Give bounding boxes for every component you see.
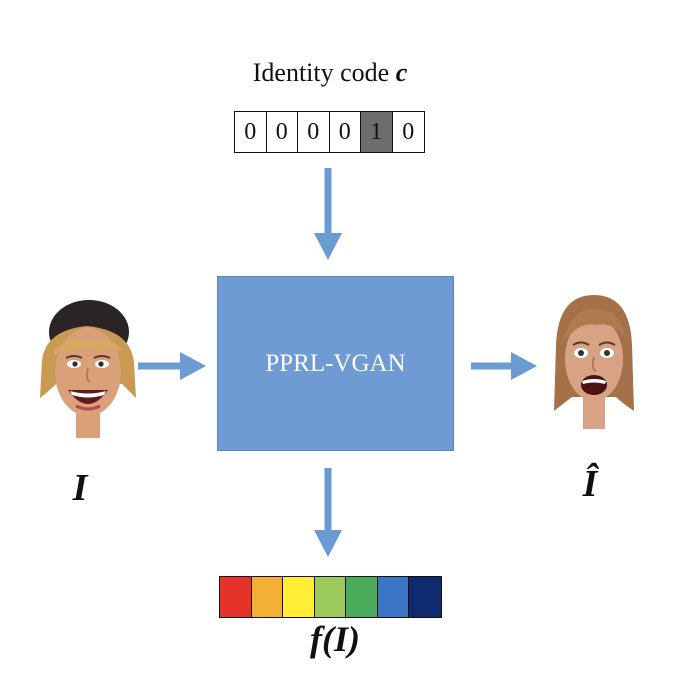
arrow-input-to-model [138,352,206,380]
output-face-image [554,295,634,429]
identity-code-title: Identity code c [200,58,460,88]
input-face-image [40,300,136,438]
code-cell: 0 [235,112,267,152]
feature-label: f(I) [310,619,360,659]
code-cell: 0 [266,112,298,152]
feature-cell [251,577,283,617]
input-label: I [72,467,88,509]
code-cell: 0 [392,112,424,152]
identity-code-title-text: Identity code [252,58,396,87]
feature-cell [409,577,441,617]
code-cell-active: 1 [361,112,393,152]
feature-cell [314,577,346,617]
feature-cell [377,577,409,617]
output-label: Î [582,463,598,505]
arrow-code-to-model [314,168,342,260]
model-label: PPRL-VGAN [265,349,406,377]
code-cell: 0 [298,112,330,152]
feature-cell [220,577,252,617]
identity-code-vector: 0 0 0 0 1 0 [234,111,425,153]
feature-representation-bar [219,576,442,618]
code-cell: 0 [329,112,361,152]
identity-code-variable: c [395,58,408,87]
feature-cell [346,577,378,617]
arrow-model-to-features [314,468,342,557]
arrow-model-to-output [471,352,537,380]
model-box: PPRL-VGAN [217,276,454,451]
feature-cell [283,577,315,617]
